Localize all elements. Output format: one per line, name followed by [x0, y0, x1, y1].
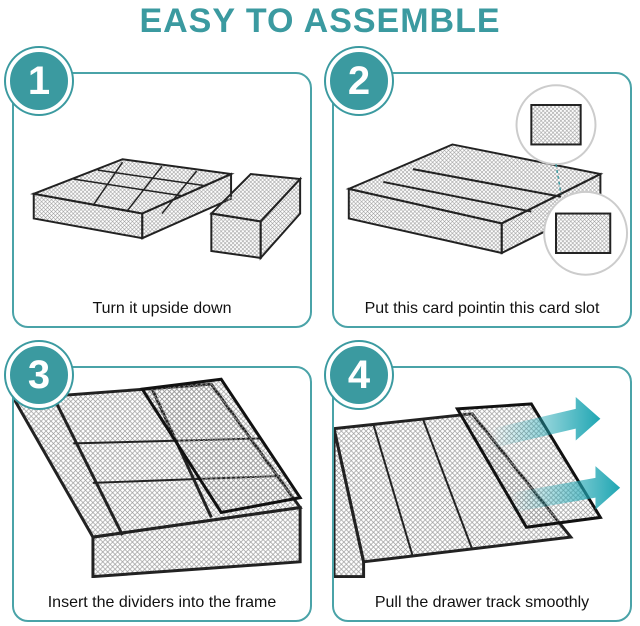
step-3-badge: 3	[6, 342, 72, 408]
step-3-panel: Insert the dividers into the frame	[12, 366, 312, 622]
step-4-illustration	[334, 397, 621, 578]
organizer-tray	[345, 143, 604, 255]
detail-zoom-bottom	[543, 190, 629, 276]
step-2-illustration	[345, 84, 629, 276]
step-2-panel: Put this card pointin this card slot	[332, 72, 632, 328]
step-1-badge: 1	[6, 48, 72, 114]
step-2-badge: 2	[326, 48, 392, 114]
step-2-caption: Put this card pointin this card slot	[364, 300, 600, 317]
step-1-caption: Turn it upside down	[92, 300, 232, 317]
step-4-panel: Pull the drawer track smoothly	[332, 366, 632, 622]
detail-zoom-top	[515, 84, 597, 166]
page-title: EASY TO ASSEMBLE	[139, 2, 501, 40]
step-3-caption: Insert the dividers into the frame	[47, 594, 277, 611]
step-1-panel: Turn it upside down	[12, 72, 312, 328]
divider-piece	[139, 377, 303, 515]
step-4-badge: 4	[326, 342, 392, 408]
step-1-illustration	[30, 158, 303, 261]
step-4-caption: Pull the drawer track smoothly	[374, 594, 590, 611]
step-3-illustration	[14, 377, 303, 578]
pull-arrow-bottom	[511, 466, 621, 513]
pull-arrow-top	[491, 397, 601, 449]
organizer-frame	[334, 412, 574, 578]
drawer-piece	[209, 173, 303, 261]
organizer-tray	[30, 158, 235, 240]
